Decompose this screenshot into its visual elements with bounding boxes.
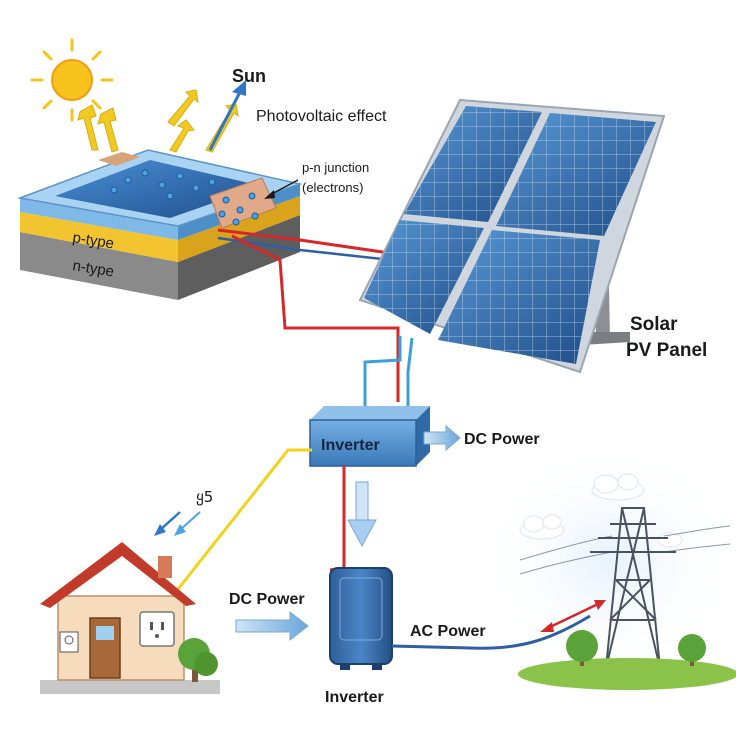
p-type-label: p-type	[71, 229, 115, 252]
solar-pv-panel	[358, 98, 666, 374]
grid-exchange-arrow	[540, 600, 606, 632]
pn-junction-label-line2: (electrons)	[302, 180, 363, 195]
tree-icon-house	[178, 638, 218, 682]
sun-label: Sun	[232, 66, 266, 86]
sun-icon	[30, 38, 114, 122]
dc-power-arrow-left	[235, 610, 309, 642]
inverter-top-label: Inverter	[321, 437, 380, 454]
wire-red-cell-down	[231, 234, 400, 402]
wire-ac-to-grid	[391, 614, 591, 650]
photovoltaic-effect-label: Photovoltaic effect	[256, 108, 387, 125]
wall-socket-icon	[139, 611, 175, 647]
sky-glow	[480, 440, 736, 680]
transmission-tower-icon	[590, 507, 676, 669]
grid-ground	[518, 658, 736, 690]
pn-junction-contact	[209, 177, 277, 229]
sun-direction-arrow	[208, 80, 246, 151]
wire-red-inverter-down	[329, 466, 346, 572]
wire-red-cell-to-panel	[217, 228, 411, 258]
electrons	[110, 169, 259, 226]
solar-cell-block	[17, 149, 303, 300]
wire-panel-to-inverter-b	[406, 337, 414, 408]
inverter-bottom-label: Inverter	[325, 689, 384, 706]
wire-panel-to-inverter-a	[363, 336, 402, 408]
solar-panel-label-line2: PV Panel	[626, 340, 707, 361]
solar-panel-label-line1: Solar	[630, 314, 678, 335]
house-symbol-label: ყ5	[196, 488, 213, 506]
dc-power-right-label: DC Power	[464, 431, 540, 448]
dc-power-left-label: DC Power	[229, 591, 305, 608]
electric-meter	[59, 631, 79, 653]
p-type-layer	[20, 212, 178, 262]
down-arrow	[347, 481, 377, 548]
clouds	[519, 473, 683, 548]
inverter-bottom	[329, 567, 393, 670]
tree-icon-tower	[566, 630, 706, 666]
inverter-top	[309, 406, 430, 467]
incoming-arrows	[154, 511, 201, 536]
n-type-layer	[20, 232, 178, 300]
dc-power-arrow-right	[423, 424, 461, 452]
n-type-label: n-type	[71, 257, 115, 280]
wire-yellow-to-house	[158, 448, 312, 613]
house-icon	[40, 542, 220, 694]
pn-junction-label-line1: p-n junction	[302, 160, 369, 175]
ac-power-label: AC Power	[410, 623, 486, 640]
